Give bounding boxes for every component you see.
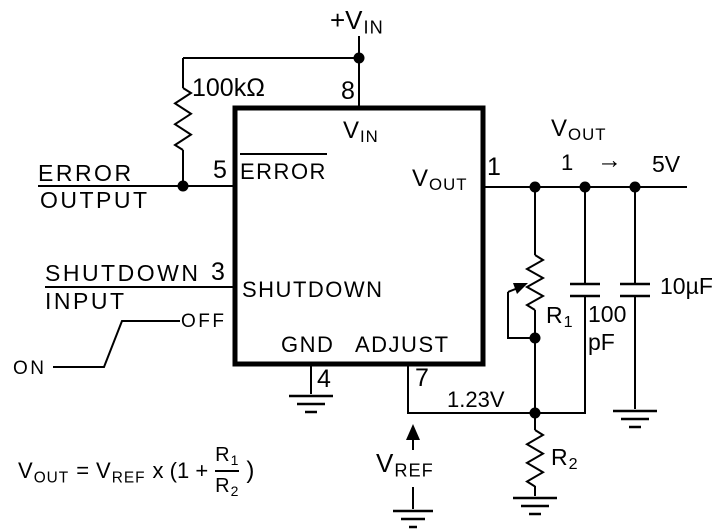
junction-dot — [629, 181, 641, 193]
vref-label: VREF — [376, 448, 434, 481]
fraction-bar — [215, 470, 240, 472]
adjust-wire — [407, 364, 535, 414]
formula-denominator: R2 — [215, 475, 240, 499]
ic-shutdown-label: SHUTDOWN — [242, 277, 384, 302]
formula-fraction: R1 R2 — [215, 444, 240, 499]
pin-3-number: 3 — [211, 258, 225, 286]
junction-dot — [529, 407, 541, 419]
vout-range-from: 1 — [561, 150, 574, 175]
pin-7-number: 7 — [415, 364, 429, 392]
supply-label: +VIN — [330, 5, 384, 38]
formula-close-paren: ) — [246, 457, 255, 484]
junction-dot — [177, 180, 189, 192]
ic-box — [232, 105, 486, 367]
shutdown-input-label-line2: INPUT — [45, 288, 127, 314]
switch-on-label: ON — [13, 358, 47, 379]
c1-value-line2: pF — [588, 329, 615, 355]
switch-off-label: OFF — [181, 311, 227, 332]
pullup-resistor-label: 100kΩ — [192, 74, 265, 102]
formula-operator: x (1 + — [152, 458, 209, 483]
gnd-ground-icon — [289, 394, 333, 414]
ic-adjust-label: ADJUST — [355, 332, 450, 357]
formula-lhs: VOUT — [18, 458, 70, 487]
junction-dot — [529, 332, 541, 344]
c1-lead-bottom — [535, 297, 586, 414]
c1-value-line1: 100 — [588, 301, 627, 327]
ic-vout-label: VOUT — [412, 165, 468, 195]
vref-ground-icon — [393, 509, 433, 529]
adjust-voltage-label: 1.23V — [447, 387, 505, 412]
pin-1-number: 1 — [487, 153, 501, 181]
junction-dot — [529, 181, 541, 193]
vout-rail-title: VOUT — [551, 115, 607, 145]
r1-wiper-arrow-icon — [513, 283, 528, 294]
formula-vref: VREF — [96, 458, 146, 487]
r2-resistor — [525, 429, 545, 488]
formula-equals: = — [76, 458, 90, 483]
error-output-label-line1: ERROR — [38, 160, 134, 186]
junction-dot — [353, 52, 365, 64]
error-output-label-line2: OUTPUT — [40, 187, 150, 213]
r1-resistor — [524, 254, 546, 311]
c2-value: 10µF — [660, 273, 713, 299]
formula-numerator: R1 — [215, 444, 240, 468]
vout-formula: VOUT = VREF x (1 + R1 R2 ) — [18, 444, 255, 499]
vref-arrow-icon — [406, 424, 420, 440]
vout-range-to: 5V — [652, 151, 681, 177]
ic-error-label: ERROR — [240, 153, 327, 183]
r1-label: R1 — [546, 302, 574, 331]
vout-range-arrow-icon: → — [597, 146, 622, 174]
r1-wiper-wire — [507, 292, 535, 339]
c2-ground-icon — [613, 409, 657, 429]
r2-label: R2 — [551, 444, 579, 473]
pin-8-number: 8 — [341, 77, 355, 105]
r2-ground-icon — [513, 496, 557, 516]
ic-vin-label: VIN — [343, 117, 379, 147]
switch-waveform — [53, 320, 180, 368]
pin-5-number: 5 — [213, 156, 227, 184]
shutdown-input-label-line1: SHUTDOWN — [45, 260, 201, 286]
pin-4-number: 4 — [317, 365, 331, 393]
junction-dot — [579, 181, 591, 193]
pullup-resistor — [173, 87, 193, 151]
ic-gnd-label: GND — [281, 332, 335, 357]
